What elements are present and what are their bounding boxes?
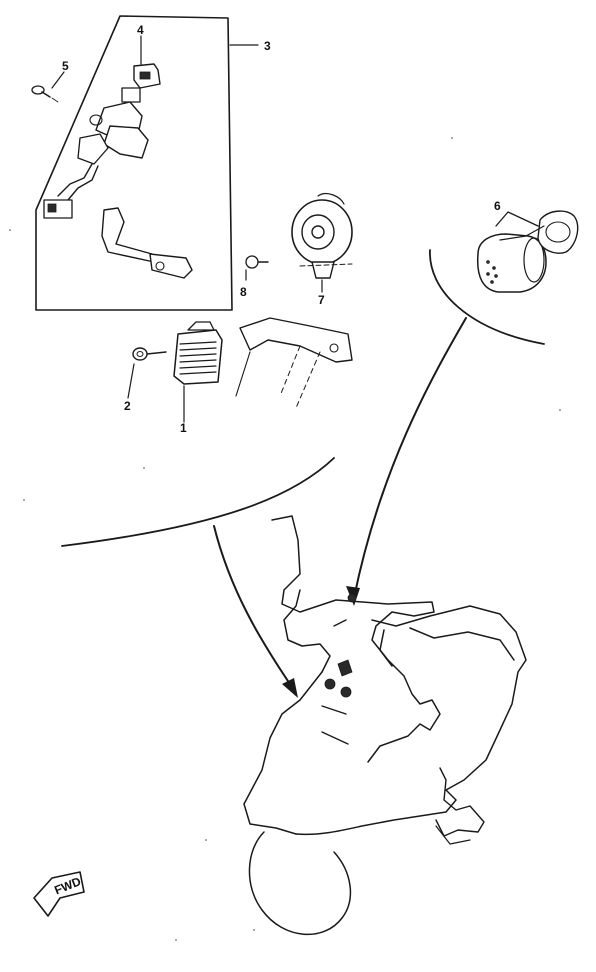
mounting-bracket xyxy=(235,317,353,409)
ignition-switch-assembly-box xyxy=(35,15,259,311)
callout-1: 1 xyxy=(180,421,187,435)
bolt-part-2 xyxy=(127,347,167,399)
ignition-switch-body xyxy=(43,87,149,219)
key-cap-part xyxy=(133,35,161,89)
callout-2: 2 xyxy=(124,399,131,413)
rectifier-regulator-part xyxy=(173,321,223,423)
leader-arrow-relay xyxy=(346,317,467,606)
screw-part-5 xyxy=(31,71,65,103)
flasher-relay-part xyxy=(476,210,579,293)
seat-lock-lever xyxy=(101,207,193,279)
callout-5: 5 xyxy=(62,59,69,73)
scooter-outline xyxy=(243,515,527,936)
callout-8: 8 xyxy=(240,285,247,299)
bolt-part-8 xyxy=(245,255,269,281)
callout-3: 3 xyxy=(264,39,271,53)
horn-part xyxy=(291,192,353,293)
leader-arrow-regulator xyxy=(213,525,298,698)
detail-arc-left xyxy=(61,457,335,547)
callout-7: 7 xyxy=(318,293,325,307)
scan-specks xyxy=(9,137,561,941)
callout-6: 6 xyxy=(494,199,501,213)
fwd-direction-badge: FWD xyxy=(33,871,85,917)
detail-arc-upper-right xyxy=(429,249,545,345)
callout-4: 4 xyxy=(137,23,144,37)
